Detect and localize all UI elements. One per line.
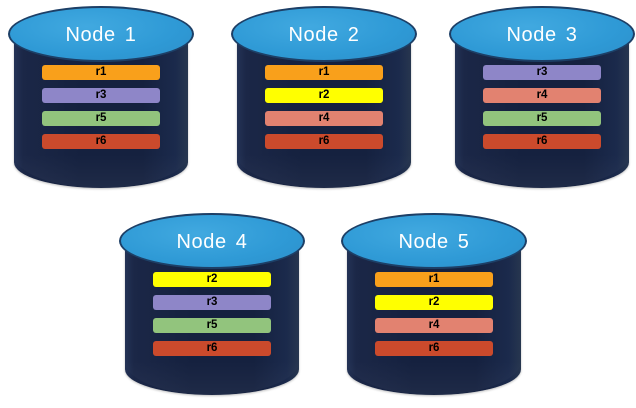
replica-bar-r4[interactable]: r4 — [265, 111, 383, 126]
replica-bar-r5[interactable]: r5 — [483, 111, 601, 126]
replica-bar-r4[interactable]: r4 — [483, 88, 601, 103]
replica-list: r1 r2 r4 r6 — [375, 272, 493, 356]
replica-list: r1 r3 r5 r6 — [42, 65, 160, 149]
node-cylinder-top: Node 2 — [231, 6, 417, 62]
node-label-number: 5 — [457, 230, 470, 253]
node-label: Node 1 — [66, 24, 137, 47]
node-label: Node 2 — [289, 24, 360, 47]
node-cylinder-top: Node 4 — [119, 213, 305, 269]
node-label-name: Node — [65, 23, 116, 46]
replica-bar-r1[interactable]: r1 — [265, 65, 383, 80]
replica-bar-r6[interactable]: r6 — [483, 134, 601, 149]
database-node-1[interactable]: r1 r3 r5 r6 Node 1 — [8, 6, 194, 192]
node-label: Node 4 — [177, 231, 248, 254]
database-node-4[interactable]: r2 r3 r5 r6 Node 4 — [119, 213, 305, 399]
node-label-number: 4 — [235, 230, 248, 253]
replica-bar-r5[interactable]: r5 — [153, 318, 271, 333]
replica-bar-r2[interactable]: r2 — [265, 88, 383, 103]
node-label-name: Node — [176, 230, 227, 253]
replica-bar-r4[interactable]: r4 — [375, 318, 493, 333]
replica-bar-r1[interactable]: r1 — [42, 65, 160, 80]
replica-list: r1 r2 r4 r6 — [265, 65, 383, 149]
replica-bar-r3[interactable]: r3 — [42, 88, 160, 103]
replica-bar-r5[interactable]: r5 — [42, 111, 160, 126]
node-label-name: Node — [288, 23, 339, 46]
replica-bar-r2[interactable]: r2 — [375, 295, 493, 310]
database-node-3[interactable]: r3 r4 r5 r6 Node 3 — [449, 6, 635, 192]
node-label: Node 3 — [507, 24, 578, 47]
replica-bar-r3[interactable]: r3 — [483, 65, 601, 80]
replica-bar-r6[interactable]: r6 — [153, 341, 271, 356]
node-label-name: Node — [506, 23, 557, 46]
replica-list: r2 r3 r5 r6 — [153, 272, 271, 356]
node-label-name: Node — [398, 230, 449, 253]
replica-bar-r6[interactable]: r6 — [42, 134, 160, 149]
replica-list: r3 r4 r5 r6 — [483, 65, 601, 149]
replica-bar-r2[interactable]: r2 — [153, 272, 271, 287]
node-label-number: 2 — [347, 23, 360, 46]
replica-bar-r3[interactable]: r3 — [153, 295, 271, 310]
replica-bar-r6[interactable]: r6 — [265, 134, 383, 149]
node-cylinder-top: Node 3 — [449, 6, 635, 62]
replica-bar-r1[interactable]: r1 — [375, 272, 493, 287]
node-cylinder-top: Node 5 — [341, 213, 527, 269]
node-label-number: 3 — [565, 23, 578, 46]
database-node-5[interactable]: r1 r2 r4 r6 Node 5 — [341, 213, 527, 399]
database-node-2[interactable]: r1 r2 r4 r6 Node 2 — [231, 6, 417, 192]
node-label-number: 1 — [124, 23, 137, 46]
replica-bar-r6[interactable]: r6 — [375, 341, 493, 356]
node-label: Node 5 — [399, 231, 470, 254]
node-cylinder-top: Node 1 — [8, 6, 194, 62]
